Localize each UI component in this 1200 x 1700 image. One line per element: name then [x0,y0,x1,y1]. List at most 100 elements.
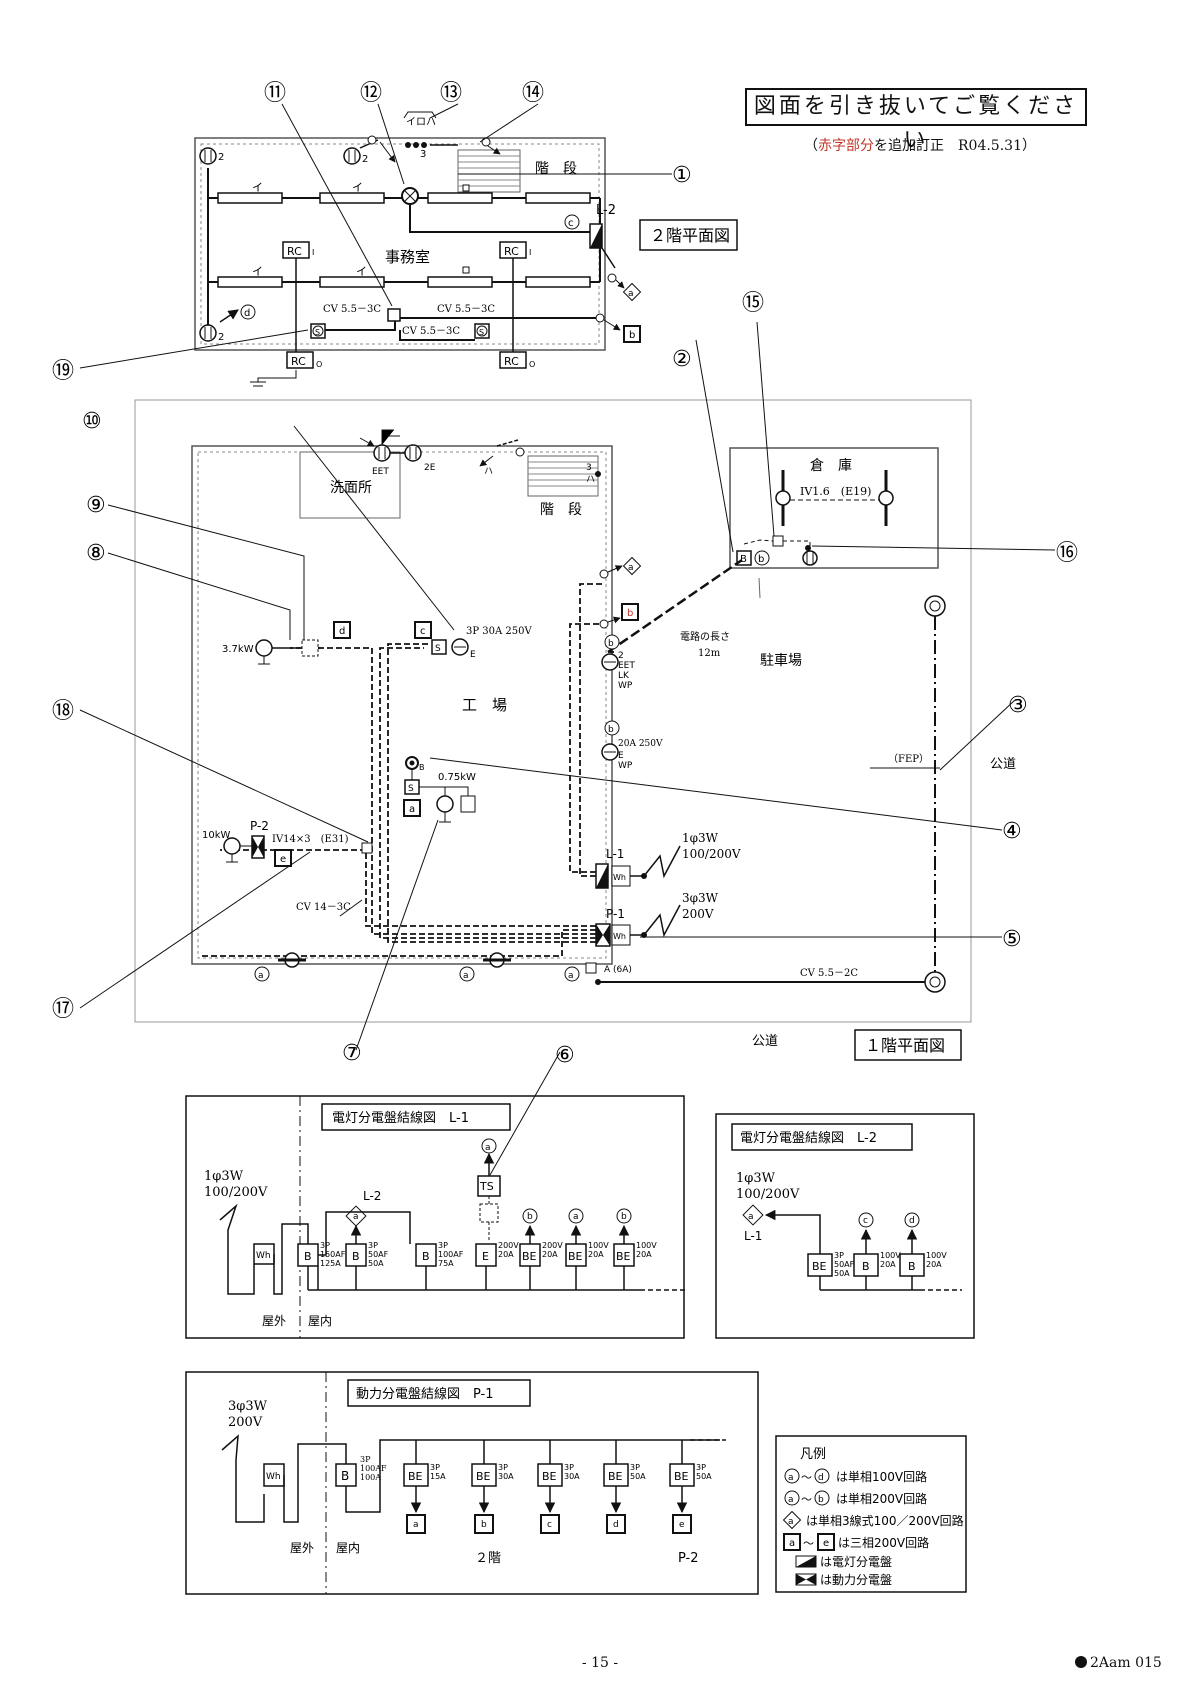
legend-sep: ～ [801,1471,812,1484]
dest-label: a [573,1212,579,1222]
l1-breaker-type: E [482,1250,489,1263]
dest-circle-icon [616,1208,632,1224]
cable-label: CV 14－3C [296,902,351,913]
l1-feed [318,1211,411,1256]
legend: 凡例 a ～ d は単相100V回路 a ～ b は単相200V回路 a は単相… [775,1435,967,1593]
outlet-rating: 20A 250V [618,739,663,749]
s-label: S [479,328,484,337]
correction-rest-text: を追加訂正 R04.5.31） [874,138,1036,154]
callout-4: ④ [1002,819,1022,844]
callout-12: ⑫ [360,81,382,106]
supply-label: 3φ3W [682,891,719,905]
legend-sep: ～ [803,1537,814,1550]
p2-dest-label: P-2 [678,1551,699,1566]
legend-row3: は単相3線式100／200V回路 [806,1513,964,1528]
outlet-count: 2 [362,154,368,165]
legend-a: a [788,1495,794,1505]
l1-wiring-diagram: 電灯分電盤結線図 L-1 1φ3W 100/200V Wh 屋外 屋内 L-2 … [185,1095,686,1339]
cable-label: CV 5.5－3C [402,326,460,337]
pole-lamp-icon [775,470,894,526]
callout-2: ② [672,347,692,372]
supply-label: 1φ3W [204,1169,244,1184]
s-label: S [315,328,320,337]
site-boundary [134,399,972,1023]
supply-label: 100/200V [736,1187,800,1202]
legend-row4: は三相200V回路 [838,1535,929,1550]
lamp-label-i: イ [352,181,363,194]
rc-sub: I [312,248,314,257]
l2-panel-label: L-2 [596,203,616,218]
small-b-label: B [419,763,425,772]
callout-3: ③ [1008,693,1028,718]
outdoor-label: 屋外 [262,1314,286,1328]
box-a-label: a [409,804,415,815]
dest-label: c [547,1520,552,1530]
callout-7: ⑦ [342,1041,362,1066]
callout-16: ⑯ [1056,541,1078,566]
outlet-rating: 3P 30A 250V [466,626,532,637]
callout-18: ⑱ [52,699,74,724]
outlet-icon [404,444,422,462]
supply-label: 100/200V [682,847,741,861]
eet-label: 2 [618,651,624,661]
legend-row1: は単相100V回路 [836,1469,927,1484]
exam-code-text: 2Aam 015 [1090,1655,1162,1671]
callout-8: ⑧ [86,541,106,566]
road-right-label: 公道 [990,757,1016,772]
outlet-icon [802,550,818,566]
factory-label: 工 場 [462,696,507,714]
p1-breaker-type: BE [408,1470,423,1483]
dest-label: a [413,1520,419,1530]
wire-length-value: 12m [698,648,721,659]
p1-breaker-type: BE [476,1470,491,1483]
circuit-a-label: a [628,563,634,573]
p1-label: P-1 [606,907,625,921]
supply-label: 200V [682,907,714,921]
heater-label: 10kW [202,830,231,841]
indoor-label: 屋内 [308,1314,332,1328]
legend-e: e [823,1538,829,1549]
l1-breaker-type: B [352,1250,360,1263]
dest-box-icon [406,1514,426,1534]
floor2-stairs-label: 階 段 [535,161,577,177]
l1-breaker-type: BE [522,1250,537,1263]
legend-a: a [789,1538,795,1549]
callout-5: ⑤ [1002,927,1022,952]
b-box-label: B [740,554,747,565]
motor-075-label: 0.75kW [438,772,476,783]
callout-19: ⑲ [52,359,74,384]
floor1-stairs-label: 階 段 [540,502,582,518]
legend-b: b [818,1495,824,1505]
iv14-label: IV14×3 (E31) [272,834,349,845]
correction-red-text: 赤字部分 [818,138,874,154]
l1-label: L-1 [606,847,624,861]
dest-diamond-icon [345,1205,367,1227]
supply-label: 100/200V [204,1185,268,1200]
circuit-b-label: b [608,639,614,649]
callout-leaders [79,103,1056,1176]
p2-label: P-2 [250,819,269,833]
s-switch-icon [431,639,447,655]
floor1-plan: 洗面所 階 段 工 場 倉 庫 IV1.6 (E19) B b [134,399,1016,1061]
wh-label: Wh [613,873,626,882]
p1-breaker-type: BE [542,1470,557,1483]
road-bottom-label: 公道 [752,1034,778,1049]
wire-length-label: 電路の長さ [680,630,730,643]
wall-light-icon [278,952,511,968]
p1-breaker-type: BE [674,1470,689,1483]
supply-label: 200V [228,1415,263,1430]
floor2-wall-outer [194,137,606,351]
to-l2-label: L-2 [363,1189,381,1203]
motor-37-label: 3.7kW [222,644,254,655]
eet-label: EET [372,467,389,477]
circuit-b-label: b [758,554,764,565]
callout-13: ⑬ [440,81,462,106]
rc-unit-icon [286,351,314,369]
